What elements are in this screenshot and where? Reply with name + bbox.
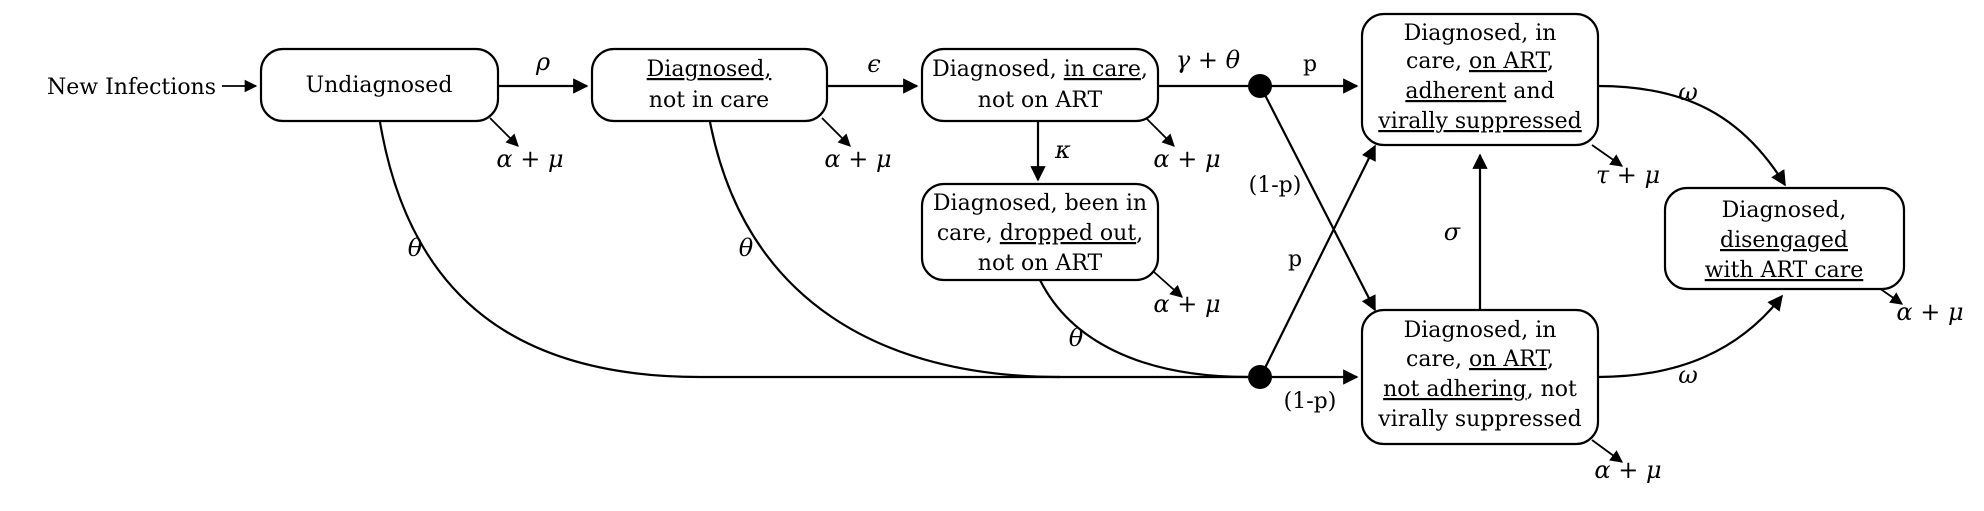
prob-p-top: p	[1303, 52, 1317, 77]
branch-point-bottom	[1248, 365, 1272, 389]
disengaged-line2: disengaged	[1720, 228, 1848, 253]
not-adhering-line1: Diagnosed, in	[1404, 318, 1557, 343]
node-on-art-adherent: Diagnosed, in care, on ART, adherent and…	[1360, 12, 1600, 147]
exit-rate-adherent: τ + μ	[1596, 161, 1660, 189]
adherent-line1: Diagnosed, in	[1404, 21, 1557, 46]
edge-omega-bottom	[1597, 294, 1783, 379]
rate-gamma-theta: γ + θ	[1176, 46, 1241, 74]
rate-sigma: σ	[1444, 218, 1461, 246]
exit-rate-not-in-care: α + μ	[824, 145, 891, 173]
rate-omega-top: ω	[1678, 78, 1698, 106]
exit-not-in-care	[821, 117, 851, 147]
exit-not-adhering	[1591, 439, 1624, 463]
dropped-out-line1: Diagnosed, been in	[933, 191, 1147, 216]
in-care-line1: Diagnosed, in care,	[932, 57, 1148, 82]
not-adhering-line4: virally suppressed	[1377, 407, 1581, 432]
not-adhering-line2: care, on ART,	[1406, 347, 1554, 372]
edge-theta-not-in-care	[708, 121, 1061, 379]
prob-p-bottom: p	[1288, 247, 1302, 272]
rate-epsilon: ϵ	[867, 50, 880, 78]
edge-omega-top	[1597, 84, 1786, 187]
node-disengaged: Diagnosed, disengaged with ART care	[1663, 186, 1906, 291]
disengaged-line3: with ART care	[1705, 258, 1864, 283]
rate-theta-3: θ	[1069, 324, 1084, 352]
dropped-out-line3: not on ART	[978, 251, 1103, 276]
dropped-out-line2: care, dropped out,	[937, 221, 1143, 246]
in-care-line2: not on ART	[978, 88, 1103, 113]
rate-rho: ρ	[535, 48, 550, 76]
edge-theta-undiagnosed	[378, 121, 1248, 379]
edge-p-bottom	[1264, 144, 1376, 369]
exit-rate-undiagnosed: α + μ	[496, 145, 563, 173]
prob-1mp-bottom: (1-p)	[1284, 389, 1337, 414]
exit-undiagnosed	[489, 117, 519, 147]
not-adhering-line3: not adhering, not	[1383, 377, 1577, 402]
node-diagnosed-in-care: Diagnosed, in care, not on ART	[920, 47, 1160, 123]
edge-1mp-top	[1264, 94, 1376, 312]
new-infections-label: New Infections	[47, 75, 216, 100]
exit-rate-disengaged: α + μ	[1896, 298, 1963, 326]
rate-theta-1: θ	[408, 234, 423, 262]
rate-omega-bottom: ω	[1678, 361, 1698, 389]
prob-1mp-top: (1-p)	[1249, 173, 1302, 198]
undiagnosed-label: Undiagnosed	[306, 73, 453, 98]
rate-theta-2: θ	[739, 234, 754, 262]
node-diagnosed-not-in-care: Diagnosed, not in care	[590, 47, 829, 123]
node-diagnosed-dropped-out: Diagnosed, been in care, dropped out, no…	[920, 182, 1160, 282]
exit-rate-in-care: α + μ	[1153, 145, 1220, 173]
node-on-art-not-adhering: Diagnosed, in care, on ART, not adhering…	[1360, 308, 1600, 446]
exit-rate-not-adhering: α + μ	[1594, 456, 1661, 484]
exit-in-care	[1145, 117, 1175, 147]
exit-adherent	[1591, 144, 1624, 167]
adherent-line2: care, on ART,	[1406, 49, 1554, 74]
edge-theta-dropped-out	[1039, 279, 1249, 379]
not-in-care-line1: Diagnosed,	[647, 57, 772, 82]
node-undiagnosed: Undiagnosed	[259, 47, 500, 123]
branch-point-top	[1248, 74, 1272, 98]
exit-rate-dropped-out: α + μ	[1153, 290, 1220, 318]
rate-kappa: κ	[1054, 136, 1071, 164]
adherent-line3: adherent and	[1405, 79, 1554, 104]
disengaged-line1: Diagnosed,	[1722, 198, 1847, 223]
exit-dropped-out	[1153, 271, 1183, 298]
not-in-care-line2: not in care	[649, 88, 769, 113]
adherent-line4: virally suppressed	[1377, 109, 1581, 134]
